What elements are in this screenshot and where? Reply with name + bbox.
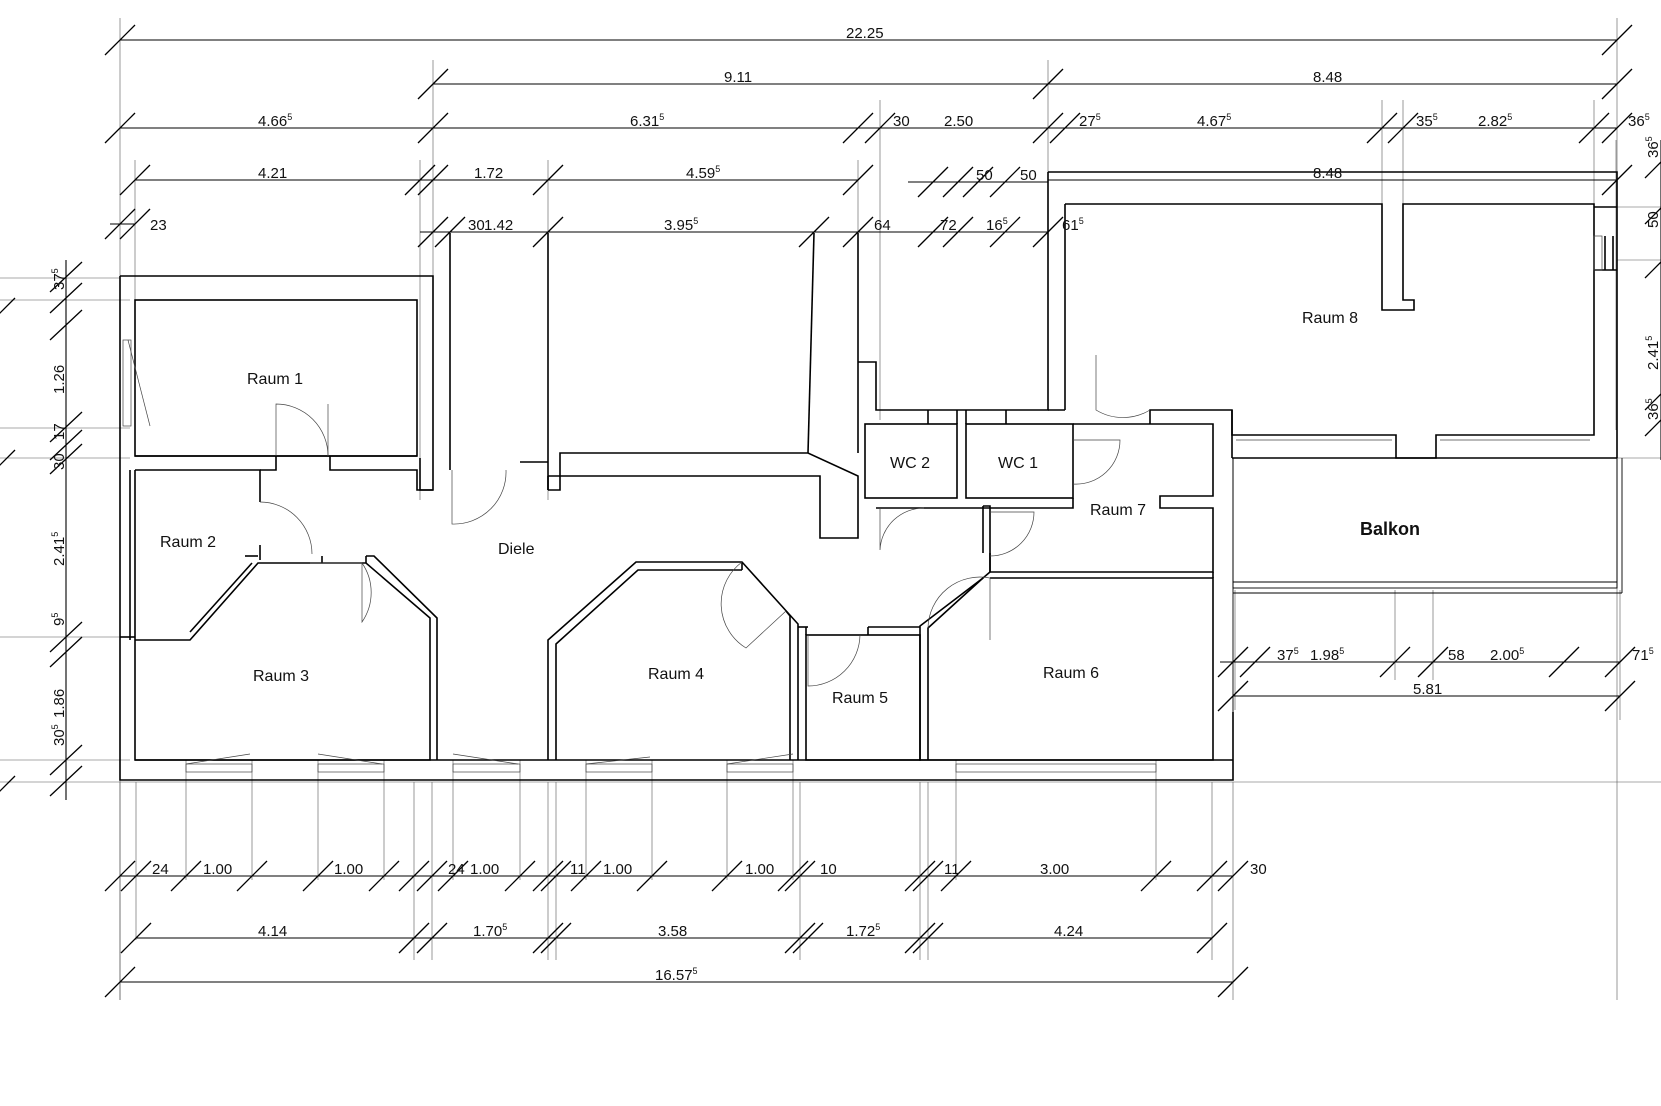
dim-top-r5-f: 72 (940, 217, 957, 234)
windows (122, 235, 1603, 773)
dim-top-r3-d: 2.50 (944, 113, 973, 130)
dim-top-r3-i: 365 (1628, 112, 1650, 130)
dim-top-r4-f: 8.48 (1313, 165, 1342, 182)
dim-top-r4-b: 1.72 (474, 165, 503, 182)
dim-left-c: 17 (51, 423, 68, 440)
dim-right-b: 50 (1645, 211, 1661, 228)
dim-top-r3-g: 355 (1416, 112, 1438, 130)
dim-balkon-c: 58 (1448, 647, 1465, 664)
dim-balkon-total: 5.81 (1413, 681, 1442, 698)
dim-top-r3-h: 2.825 (1478, 112, 1512, 130)
dim-bottom-r1-a: 24 (152, 861, 169, 878)
dim-balkon-d: 2.005 (1490, 646, 1524, 664)
dim-balkon-b: 1.985 (1310, 646, 1344, 664)
dim-left-d: 30 (51, 453, 68, 470)
dim-left-b: 1.26 (51, 365, 68, 394)
dim-bottom-r2-d: 1.725 (846, 922, 880, 940)
extension-lines (0, 18, 1661, 1000)
label-raum-5: Raum 5 (832, 690, 888, 707)
bottom-dimensions: 24 1.00 1.00 24 1.00 11 1.00 1.00 10 11 … (104, 860, 1267, 998)
dim-top-r3-b: 6.315 (630, 112, 664, 130)
dim-top-r3-e: 275 (1079, 112, 1101, 130)
dim-bottom-r1-k: 3.00 (1040, 861, 1069, 878)
label-raum-8: Raum 8 (1302, 310, 1358, 327)
dim-left-f: 95 (50, 613, 68, 626)
dim-top-left-block: 9.11 (724, 69, 752, 86)
left-dimensions: 375 1.26 17 30 2.415 95 1.86 305 (0, 260, 83, 800)
label-wc-1: WC 1 (998, 455, 1038, 472)
label-raum-3: Raum 3 (253, 668, 309, 685)
dim-left-a: 375 (50, 268, 68, 290)
top-dimensions: 22.25 9.11 8.48 4.665 6.315 30 2.50 275 … (104, 24, 1650, 248)
dim-top-r5-e: 64 (874, 217, 891, 234)
dim-bottom-r2-e: 4.24 (1054, 923, 1083, 940)
balkon-dimensions: 375 1.985 58 2.005 715 5.81 (1217, 646, 1654, 712)
label-raum-2: Raum 2 (160, 534, 216, 551)
label-raum-4: Raum 4 (648, 666, 704, 683)
dim-top-r3-f: 4.675 (1197, 112, 1231, 130)
dim-balkon-a: 375 (1277, 646, 1299, 664)
dim-bottom-r1-e: 1.00 (470, 861, 499, 878)
dim-left-g: 1.86 (51, 689, 68, 718)
dim-top-r4-c: 4.595 (686, 164, 720, 182)
dim-bottom-r1-f: 11 (570, 861, 586, 878)
dim-bottom-overall: 16.575 (655, 966, 698, 984)
label-raum-1: Raum 1 (247, 371, 303, 388)
dim-bottom-r1-d: 24 (448, 861, 465, 878)
dim-balkon-e: 715 (1632, 646, 1654, 664)
dim-top-r5-c: 1.42 (484, 217, 513, 234)
dim-left-e: 2.415 (50, 532, 68, 566)
dim-right-c: 2.415 (1644, 336, 1661, 370)
label-diele: Diele (498, 541, 535, 558)
dim-bottom-r1-l: 30 (1250, 861, 1267, 878)
label-wc-2: WC 2 (890, 455, 930, 472)
dim-top-r4-a: 4.21 (258, 165, 287, 182)
dim-bottom-r1-h: 1.00 (745, 861, 774, 878)
label-raum-6: Raum 6 (1043, 665, 1099, 682)
dim-top-r5-a: 23 (150, 217, 167, 234)
dim-top-right-block: 8.48 (1313, 69, 1342, 86)
dim-top-r3-c: 30 (893, 113, 910, 130)
dim-top-overall: 22.25 (846, 25, 884, 42)
dim-bottom-r1-g: 1.00 (603, 861, 632, 878)
dim-top-r4-d: 50 (976, 167, 993, 184)
dim-top-r5-h: 615 (1062, 216, 1084, 234)
dim-bottom-r2-a: 4.14 (258, 923, 287, 940)
room-labels: Raum 1 Raum 2 Raum 3 Diele Raum 4 Raum 5… (160, 310, 1420, 707)
dim-left-h: 305 (50, 724, 68, 746)
dim-right-d: 365 (1644, 398, 1661, 420)
walls (119, 171, 1623, 781)
dim-top-r5-d: 3.955 (664, 216, 698, 234)
dim-top-r5-b: 30 (468, 217, 485, 234)
dim-bottom-r2-c: 3.58 (658, 923, 687, 940)
dim-bottom-r1-j: 11 (944, 861, 960, 878)
dim-bottom-r1-c: 1.00 (334, 861, 363, 878)
dim-right-a: 365 (1644, 136, 1661, 158)
dim-top-r4-e: 50 (1020, 167, 1037, 184)
doors (259, 355, 1151, 687)
dim-bottom-r2-b: 1.705 (473, 922, 507, 940)
dim-top-r5-g: 165 (986, 216, 1008, 234)
label-raum-7: Raum 7 (1090, 502, 1146, 519)
right-dimensions: 365 50 2.415 365 (1644, 136, 1661, 460)
dim-bottom-r1-b: 1.00 (203, 861, 232, 878)
label-balkon: Balkon (1360, 519, 1420, 539)
dim-bottom-r1-i: 10 (820, 861, 837, 878)
dim-top-r3-a: 4.665 (258, 112, 292, 130)
